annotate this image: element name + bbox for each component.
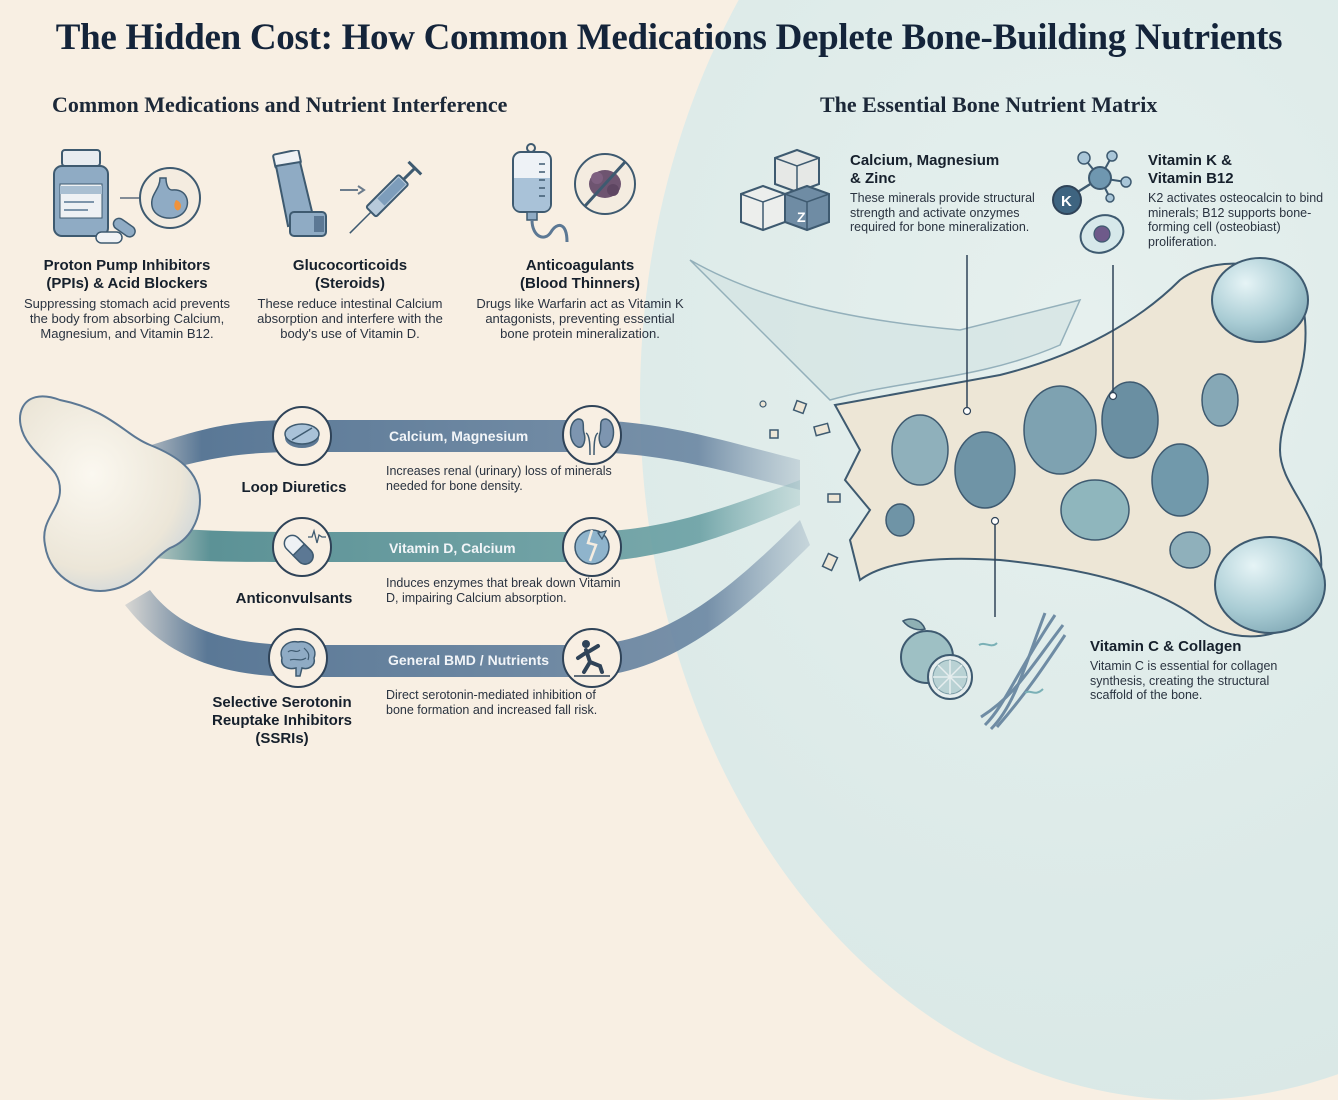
cube-letter: Z <box>797 209 806 225</box>
nutrient-card-vitamin-k-b12: Vitamin K & Vitamin B12 K2 activates ost… <box>1148 152 1328 249</box>
nutrient-label-anticonvulsants: Vitamin D, Calcium <box>389 540 516 556</box>
inhaler-icon <box>272 148 327 237</box>
medication-name-ssris: Selective Serotonin Reuptake Inhibitors … <box>192 694 372 748</box>
kidneys-icon <box>562 405 622 465</box>
syringe-icon <box>349 160 423 234</box>
nutrient-description: K2 activates osteocalcin to bind mineral… <box>1148 191 1324 249</box>
nutrient-card-vitamin-c-collagen: Vitamin C & Collagen Vitamin C is essent… <box>1090 638 1290 703</box>
nutrient-description: Vitamin C is essential for collagen synt… <box>1090 659 1278 702</box>
molecule-letter: K <box>1061 193 1072 210</box>
nutrient-name: Vitamin K & <box>1148 152 1232 169</box>
glucocorticoid-icon-group <box>268 148 428 250</box>
capsule-pulse-icon <box>272 517 332 577</box>
medication-card-ppis: Proton Pump Inhibitors (PPIs) & Acid Blo… <box>22 257 232 341</box>
pill-bottle-icon <box>53 149 136 244</box>
mineral-cubes-icon: Z <box>735 148 845 248</box>
nutrient-label-loop-diuretics: Calcium, Magnesium <box>389 428 529 444</box>
medication-name: Anticoagulants <box>525 257 635 274</box>
medication-name-line: Selective Serotonin <box>212 694 352 711</box>
medication-name: (PPIs) & Acid Blockers <box>46 275 208 292</box>
section-heading-nutrients: The Essential Bone Nutrient Matrix <box>820 92 1158 117</box>
pathway-description-loop-diuretics: Increases renal (urinary) loss of minera… <box>386 464 612 493</box>
medication-name-line: Reuptake Inhibitors (SSRIs) <box>211 712 353 747</box>
bone-end-left <box>19 395 202 592</box>
no-clot-icon <box>574 153 636 215</box>
medication-description: Suppressing stomach acid prevents the bo… <box>24 296 230 341</box>
medication-card-glucocorticoids: Glucocorticoids (Steroids) These reduce … <box>250 257 450 341</box>
medication-name: (Blood Thinners) <box>520 275 640 292</box>
pathway-description-ssris: Direct serotonin-mediated inhibition of … <box>386 688 598 717</box>
nutrient-name: Calcium, Magnesium <box>850 152 1000 169</box>
citrus-icon <box>900 618 973 700</box>
page-title: The Hidden Cost: How Common Medications … <box>55 17 1283 58</box>
medication-name-loop-diuretics: Loop Diuretics <box>241 479 347 496</box>
brain-icon <box>268 628 328 688</box>
nutrient-card-minerals: Calcium, Magnesium & Zinc These minerals… <box>850 152 1050 235</box>
molecule-cell-icon: K <box>1050 146 1140 258</box>
medication-description: Drugs like Warfarin act as Vitamin K ant… <box>476 296 684 341</box>
medication-name-anticonvulsants: Anticonvulsants <box>235 590 353 607</box>
anticoagulant-icon-group <box>505 142 655 252</box>
band-ssris <box>125 520 810 677</box>
ppi-icon-group <box>48 148 208 248</box>
citrus-collagen-icon <box>895 605 1075 735</box>
nutrient-name: Vitamin B12 <box>1148 170 1234 187</box>
medication-card-anticoagulants: Anticoagulants (Blood Thinners) Drugs li… <box>470 257 690 341</box>
medication-name: Glucocorticoids <box>292 257 408 274</box>
nutrient-name: & Zinc <box>850 170 896 187</box>
medication-name: (Steroids) <box>314 275 385 292</box>
nutrient-name: Vitamin C & Collagen <box>1090 638 1242 655</box>
collagen-fiber-icon <box>978 612 1067 731</box>
falling-person-icon <box>562 628 622 688</box>
section-heading-medications: Common Medications and Nutrient Interfer… <box>52 92 508 117</box>
trabecular-bone-illustration <box>689 255 1326 638</box>
medication-description: These reduce intestinal Calcium absorpti… <box>257 296 443 341</box>
tablet-icon <box>272 406 332 466</box>
nutrient-label-ssris: General BMD / Nutrients <box>388 652 550 668</box>
medication-name: Proton Pump Inhibitors <box>43 257 211 274</box>
illustration-layer <box>19 255 1326 677</box>
pathway-description-anticonvulsants: Induces enzymes that break down Vitamin … <box>386 576 621 605</box>
nutrient-description: These minerals provide structural streng… <box>850 191 1035 234</box>
stomach-acid-icon <box>139 167 201 229</box>
iv-bag-icon <box>512 143 569 243</box>
cracked-bone-icon <box>562 517 622 577</box>
